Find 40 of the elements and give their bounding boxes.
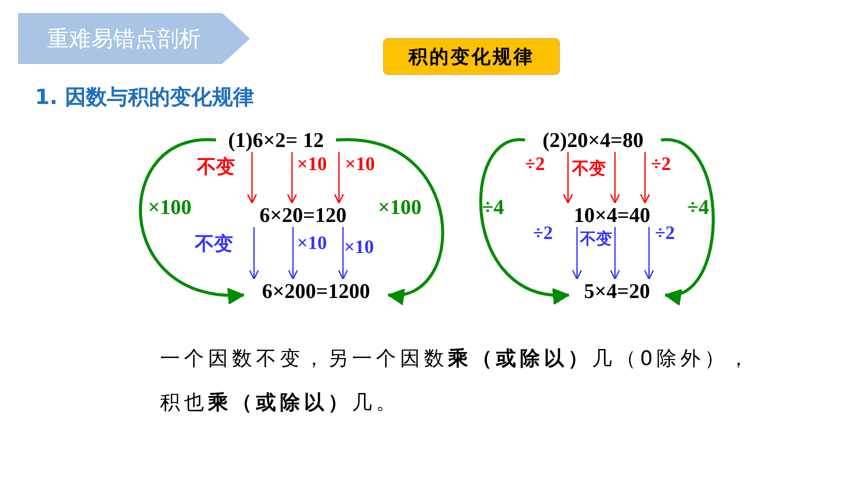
edge-label: ×10: [297, 154, 327, 176]
edge-label: ÷2: [651, 154, 671, 176]
arrow: [610, 152, 620, 204]
arrow: [640, 152, 650, 204]
equation: (1)6×2= 12: [216, 128, 336, 152]
arrow: [248, 227, 260, 280]
edge-label: ×10: [345, 154, 375, 176]
section-heading: 1. 因数与积的变化规律: [35, 84, 254, 111]
edge-label: ×10: [297, 233, 327, 255]
rule-statement: 一个因数不变，另一个因数乘（或除以）几（0除外），积也乘（或除以）几。: [160, 345, 754, 416]
edge-label: ÷4: [482, 195, 504, 220]
edge-label: 不变: [197, 156, 235, 180]
curved-arrow: [336, 138, 444, 302]
section-banner: 重难易错点剖析: [18, 13, 250, 64]
edge-label: ×100: [378, 195, 422, 220]
edge-label: 不变: [572, 158, 606, 180]
curved-arrow: [139, 138, 244, 303]
arrow: [288, 227, 298, 280]
equation: 6×200=1200: [244, 279, 388, 303]
arrow: [246, 152, 258, 204]
edge-label: ÷2: [533, 223, 553, 245]
edge-label: ×100: [148, 195, 192, 220]
edge-label: 不变: [195, 232, 233, 257]
edge-label: 不变: [580, 229, 612, 250]
arrow: [338, 227, 348, 280]
arrow: [644, 227, 654, 280]
arrow: [572, 227, 582, 280]
curved-arrow: [479, 138, 570, 303]
arrow: [286, 152, 298, 204]
equation: 6×20=120: [243, 203, 363, 227]
edge-label: ÷2: [525, 154, 545, 176]
arrow: [334, 152, 344, 204]
topic-tag: 积的变化规律: [383, 38, 560, 75]
edge-label: ÷4: [687, 195, 710, 220]
curved-arrow: [660, 138, 715, 302]
arrow: [562, 152, 574, 204]
arrow: [610, 227, 620, 280]
equation: 5×4=20: [569, 279, 665, 303]
edge-label: ×10: [344, 237, 374, 259]
equation: (2)20×4=80: [525, 128, 661, 152]
